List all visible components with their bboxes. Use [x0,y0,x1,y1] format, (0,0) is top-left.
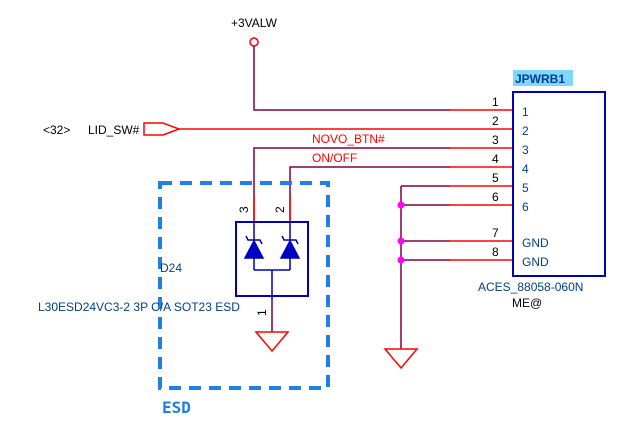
junction-dot [397,201,405,209]
lid-sw-ref: <32> [43,123,70,137]
pin-number: 7 [492,226,499,240]
connector-part-number: ACES_88058-060N [478,280,583,294]
connector-refdes-highlight [513,70,573,86]
pin-label: 3 [522,143,529,157]
pin-number: 1 [492,95,499,109]
diode-triangle [243,239,265,259]
pin-label: 2 [522,124,529,138]
pin-number: 2 [492,114,499,128]
esd-pin-left: 3 [237,206,251,213]
pin-number: 6 [492,190,499,204]
esd-region-box [158,181,330,390]
offpage-connector-symbol [143,122,182,136]
connector-external-pins: 1 2 3 4 5 6 7 8 [492,95,499,259]
pin-label: GND [522,255,549,269]
wire-pin1 [253,46,450,111]
esd-region-label: ESD [162,398,191,417]
pin-label: 4 [522,162,529,176]
pin-label: 6 [522,200,529,214]
net-label-novo: NOVO_BTN# [312,132,385,146]
junction-dot [397,237,405,245]
esd-diode-symbols [243,222,301,300]
ground-symbol-connector [383,348,419,370]
esd-part-number: L30ESD24VC3-2 3P C/A SOT23 ESD [38,300,240,314]
connector-internal-labels: 1 2 3 4 5 6 GND GND [522,105,549,269]
pin-number: 8 [492,245,499,259]
lid-sw-label: LID_SW# [88,123,140,137]
pin-number: 3 [492,133,499,147]
power-rail-label: +3VALW [231,16,278,30]
power-rail-symbol [249,37,259,47]
junction-dots [397,201,405,264]
esd-pin-bottom: 1 [255,309,269,316]
ground-symbol-esd [254,331,290,353]
connector-refdes: JPWRB1 [515,72,565,86]
pin-label: GND [522,236,549,250]
esd-refdes: D24 [160,261,182,275]
pin-stubs [179,109,513,261]
esd-pin-right: 2 [273,206,287,213]
junction-dot [397,256,405,264]
net-label-onoff: ON/OFF [312,151,357,165]
wires [253,46,450,349]
connector-variant: ME@ [512,296,542,310]
pin-label: 1 [522,105,529,119]
pin-number: 4 [492,152,499,166]
connector-body [512,91,606,277]
pin-number: 5 [492,171,499,185]
pin-label: 5 [522,181,529,195]
diode-triangle [279,239,301,259]
wire-pin4 [289,166,450,220]
